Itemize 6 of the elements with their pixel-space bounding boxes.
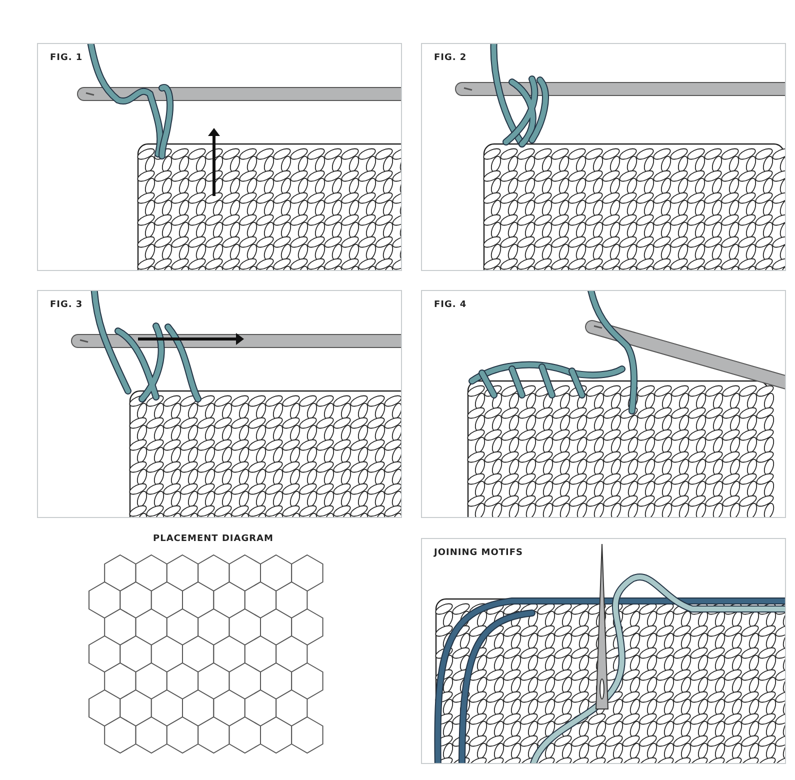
figure-label: JOINING MOTIFS [434, 548, 524, 558]
figure-label: FIG. 3 [50, 300, 83, 310]
figure-label: FIG. 4 [434, 300, 467, 310]
figure-label: FIG. 2 [434, 53, 467, 63]
figure-label: PLACEMENT DIAGRAM [153, 534, 274, 544]
figure-label: FIG. 1 [50, 53, 83, 63]
